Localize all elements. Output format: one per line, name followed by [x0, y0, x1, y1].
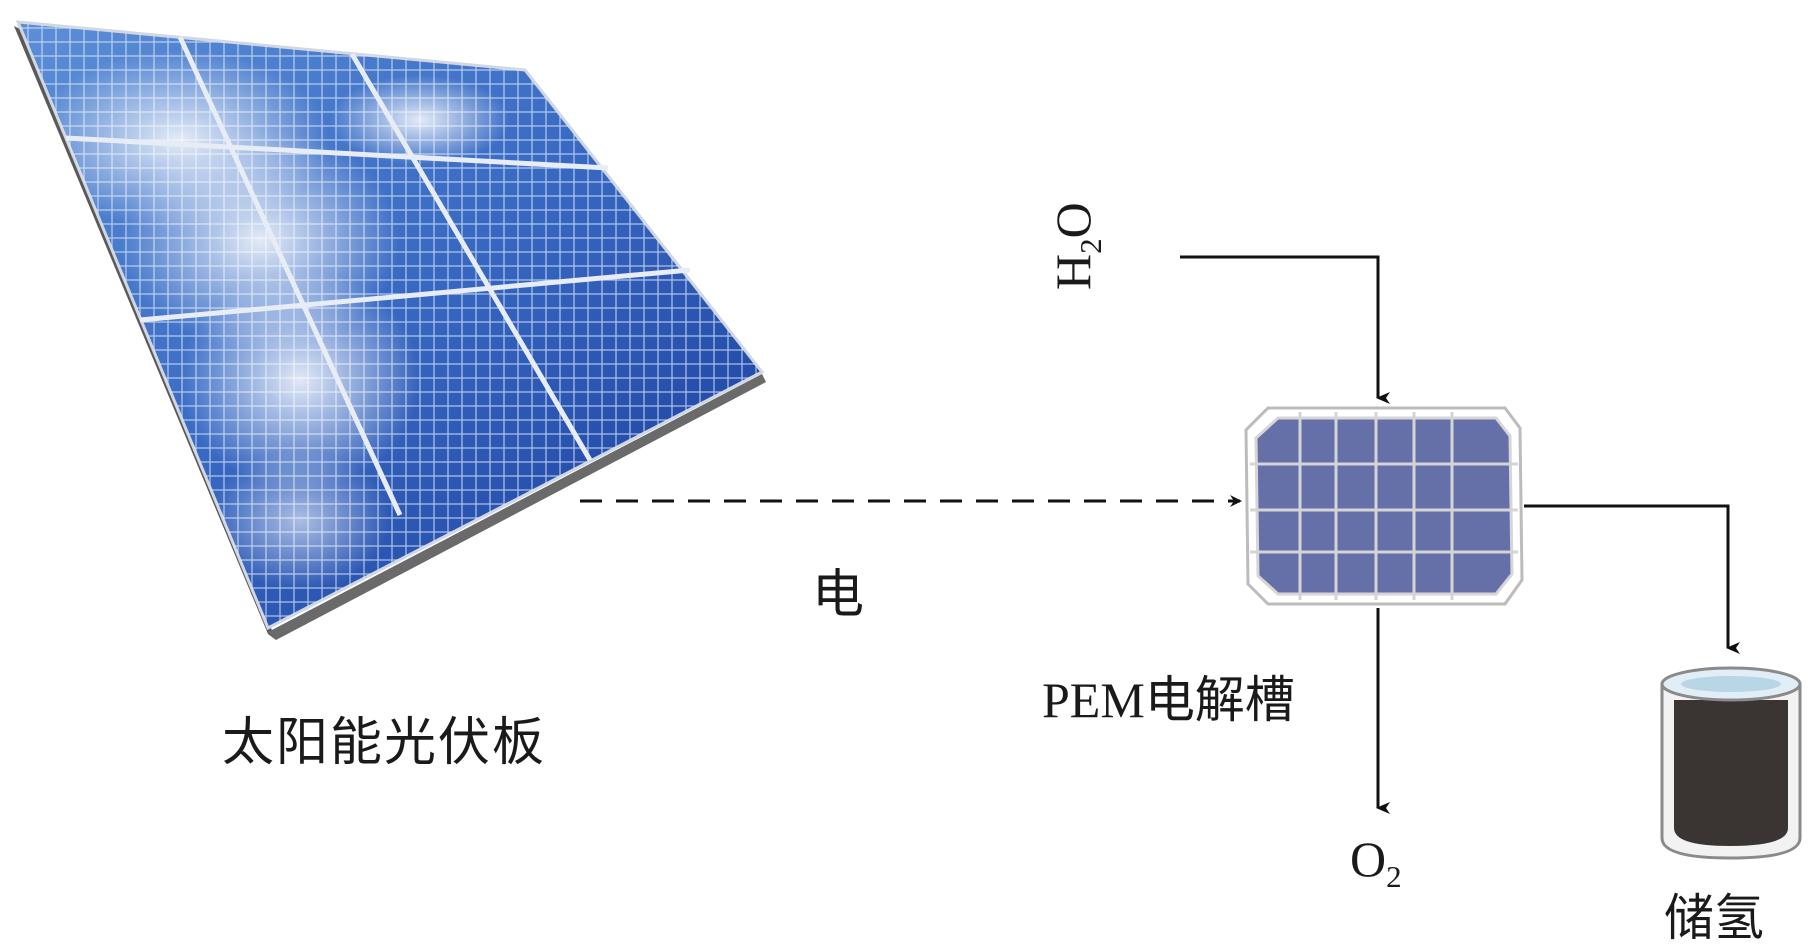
storage-tank-icon: [1660, 666, 1802, 860]
water-label-main: H: [1045, 253, 1101, 290]
water-label-subscript: 2: [1072, 238, 1108, 254]
electrolyzer-label-latin: PEM: [1042, 672, 1145, 728]
electrolyzer-icon: [1244, 406, 1524, 606]
oxygen-label: O2: [1350, 830, 1402, 895]
electricity-label: 电: [812, 565, 865, 625]
water-label-tail: O: [1045, 202, 1101, 239]
hydrogen-output-arrow: [1524, 504, 1740, 654]
water-input-arrow: [1180, 255, 1390, 404]
solar-panel-icon: [14, 20, 766, 640]
electrolyzer-label-cjk: 电解槽: [1144, 671, 1295, 729]
storage-label: 储氢: [1664, 889, 1764, 947]
oxygen-label-subscript: 2: [1386, 858, 1402, 894]
oxygen-label-main: O: [1350, 831, 1387, 887]
solar-panel-label: 太阳能光伏板: [222, 713, 547, 773]
water-label: H2O: [1045, 202, 1108, 290]
electrolyzer-label: PEM电解槽: [1042, 660, 1295, 732]
